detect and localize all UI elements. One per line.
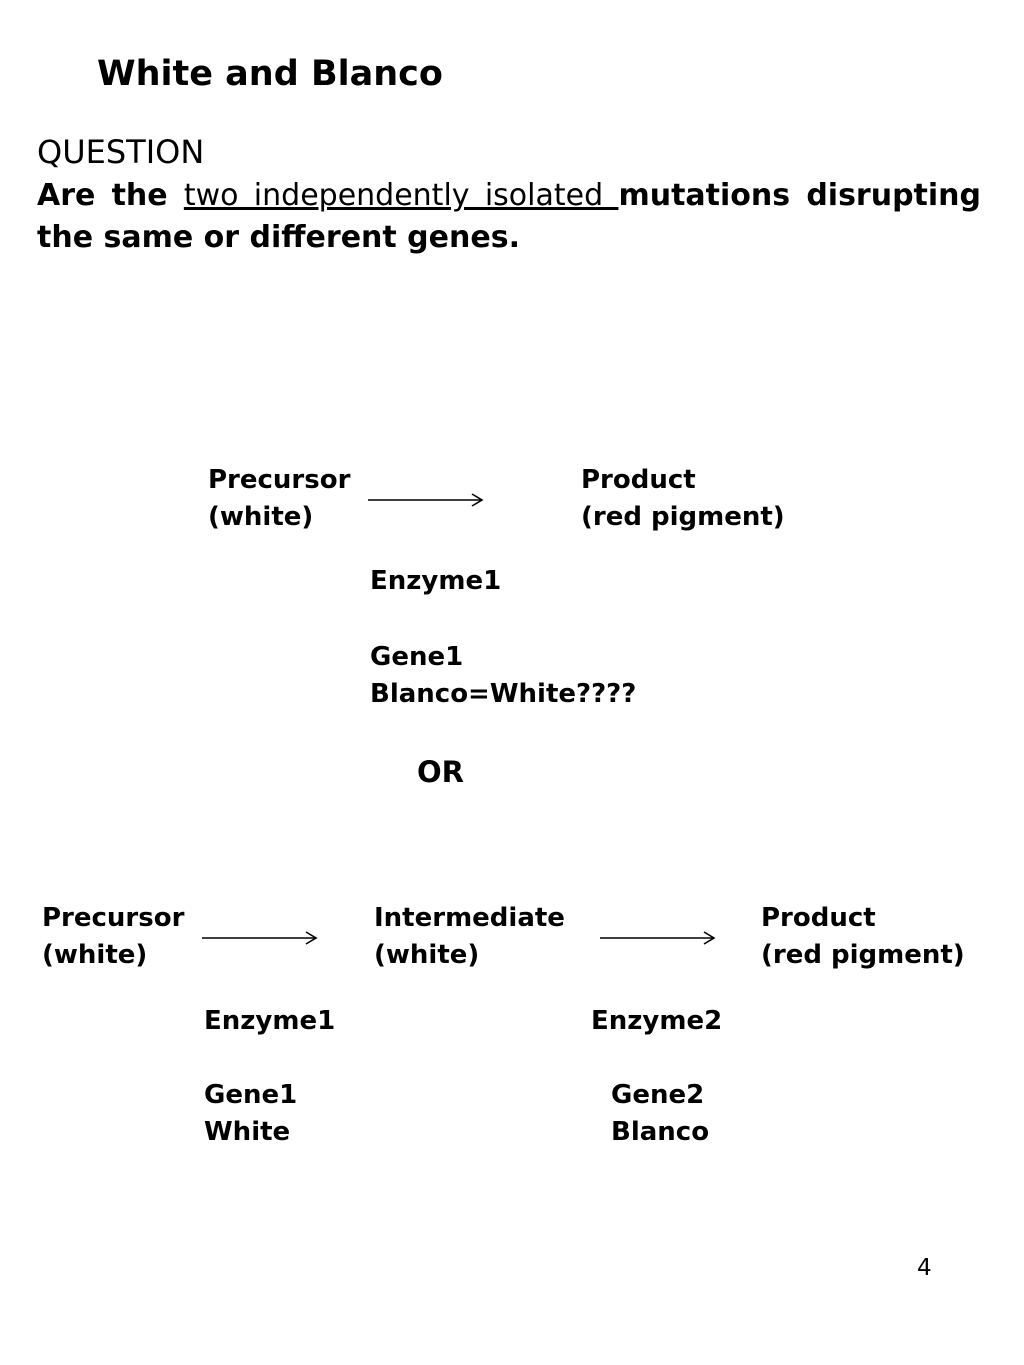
model2-gene2: Gene2 Blanco: [611, 1077, 709, 1151]
model1-arrow: [368, 493, 484, 507]
model1-precursor: Precursor (white): [208, 462, 350, 536]
model1-precursor-color: (white): [208, 502, 314, 532]
model2-intermediate: Intermediate (white): [374, 900, 565, 974]
question-underlined-phrase: two independently isolated: [183, 178, 619, 213]
model2-product: Product (red pigment): [761, 900, 965, 974]
model2-product-label: Product: [761, 903, 876, 933]
model1-gene-label: Gene1: [370, 642, 464, 672]
model2-gene2-name: Blanco: [611, 1117, 710, 1147]
model1-enzyme: Enzyme1: [370, 566, 502, 596]
page-number: 4: [917, 1255, 932, 1281]
model1-product-label: Product: [581, 465, 696, 495]
model2-gene2-label: Gene2: [611, 1080, 705, 1110]
question-prefix: Are the: [37, 178, 184, 213]
slide-title: White and Blanco: [97, 54, 443, 94]
question-suffix: mutations disrupting the same or differe…: [37, 178, 982, 255]
model2-gene1: Gene1 White: [204, 1077, 297, 1151]
question-text: Are the two independently isolated mutat…: [37, 175, 981, 259]
model2-precursor-color: (white): [42, 940, 148, 970]
model2-enzyme1: Enzyme1: [204, 1006, 336, 1036]
model2-arrow-2: [600, 931, 716, 945]
model2-intermediate-label: Intermediate: [374, 903, 565, 933]
model2-intermediate-color: (white): [374, 940, 480, 970]
model1-product-color: (red pigment): [581, 502, 785, 532]
or-label: OR: [417, 755, 464, 789]
model2-gene1-label: Gene1: [204, 1080, 298, 1110]
model1-precursor-label: Precursor: [208, 465, 351, 495]
model1-product: Product (red pigment): [581, 462, 785, 536]
model2-enzyme2: Enzyme2: [591, 1006, 723, 1036]
model1-gene-note: Blanco=White????: [370, 679, 637, 709]
model2-precursor: Precursor (white): [42, 900, 184, 974]
question-heading: QUESTION: [37, 133, 205, 171]
model1-gene: Gene1 Blanco=White????: [370, 639, 636, 713]
model2-gene1-name: White: [204, 1117, 291, 1147]
model2-precursor-label: Precursor: [42, 903, 185, 933]
model2-arrow-1: [202, 931, 318, 945]
model2-product-color: (red pigment): [761, 940, 965, 970]
